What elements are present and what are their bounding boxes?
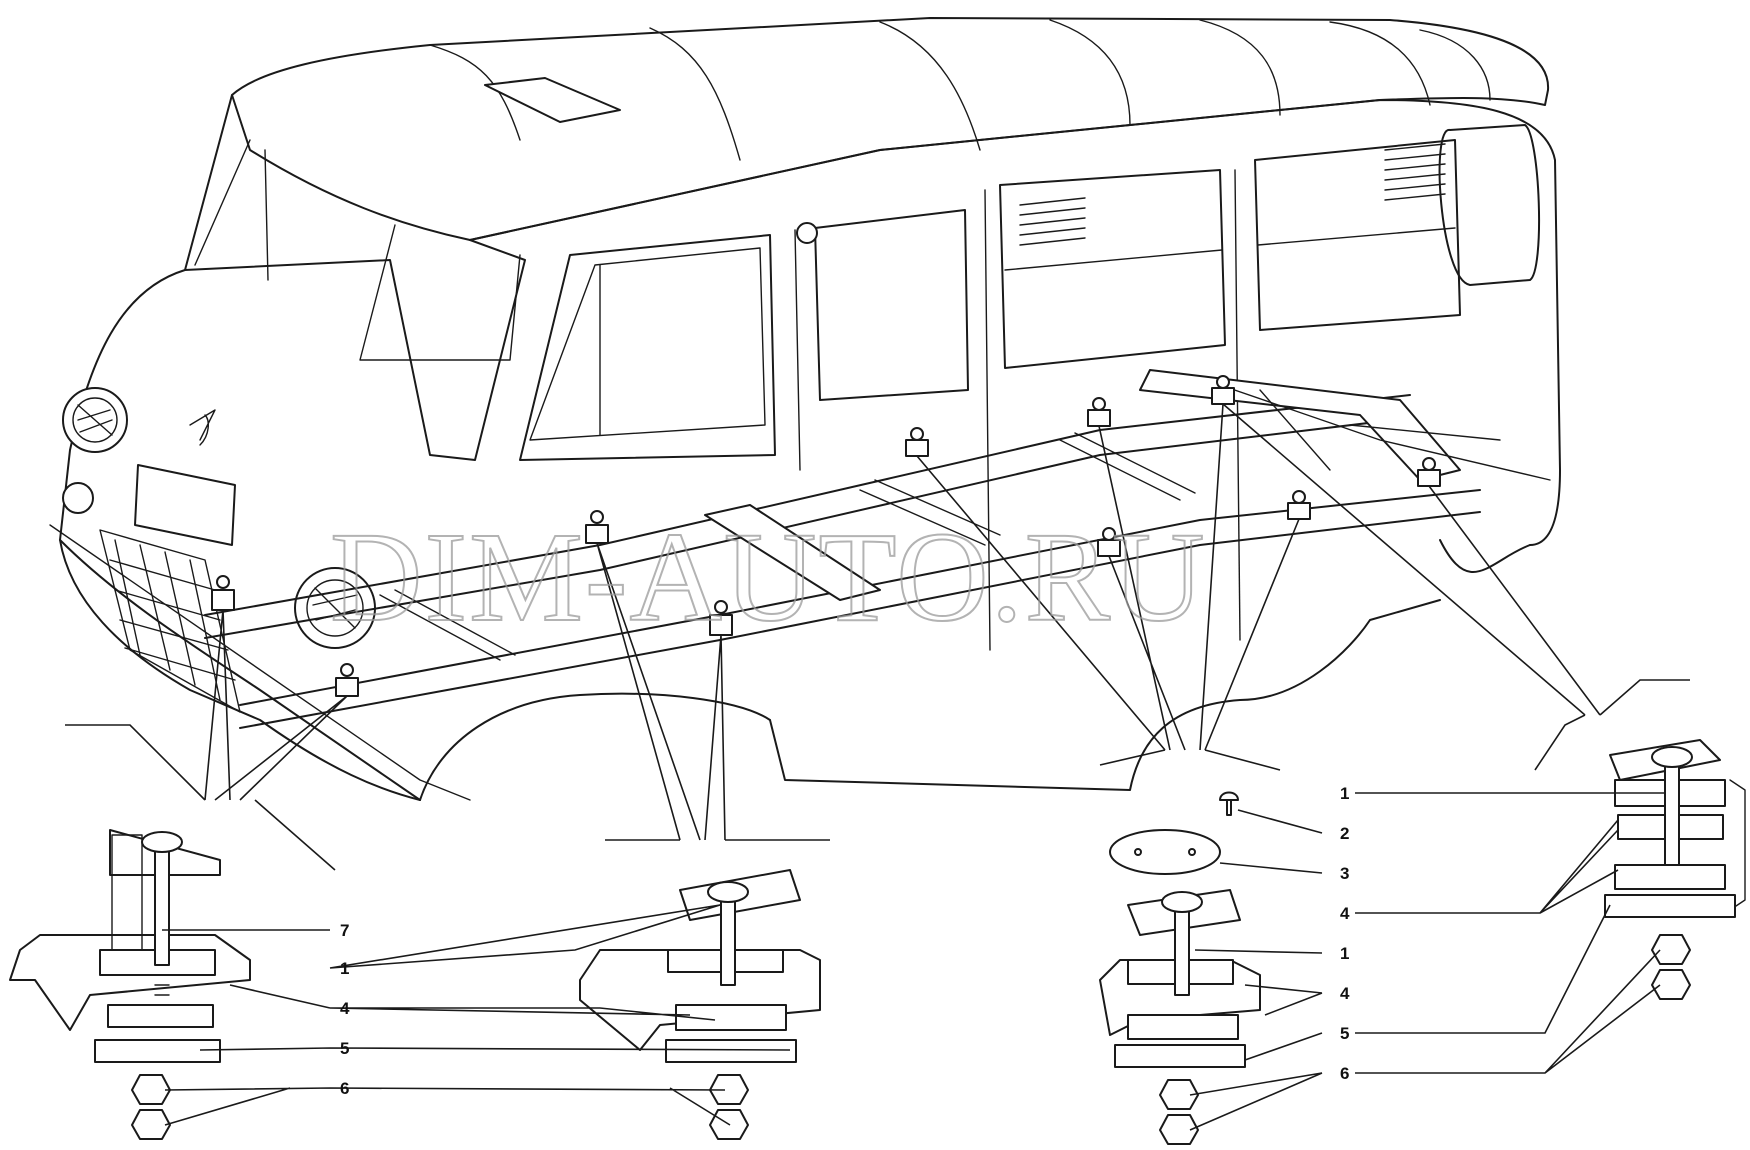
front-grille xyxy=(99,529,241,713)
pad-lower xyxy=(94,1039,221,1063)
callout-numbers: 7 1 4 5 6 1 2 3 1 4 5 6 4 xyxy=(340,784,1350,1098)
mount-point xyxy=(211,575,235,611)
frame-leader-lines xyxy=(65,403,1690,871)
callout-leaders xyxy=(162,792,1665,1131)
mount-point xyxy=(1211,375,1235,405)
mount-point xyxy=(1087,397,1111,427)
cover-plate xyxy=(1109,829,1221,875)
crossmember xyxy=(704,504,881,601)
callout-6: 6 xyxy=(340,1079,349,1098)
detail-mount-a xyxy=(9,829,251,1140)
van-body xyxy=(49,17,1561,801)
callout-5: 5 xyxy=(1340,1024,1349,1043)
watermark-text: DIM-AUTO.RU xyxy=(330,506,1207,648)
frame-mount-points xyxy=(211,375,1441,697)
pad-upper xyxy=(107,1004,214,1028)
callout-1: 1 xyxy=(340,959,349,978)
mount-point xyxy=(1417,457,1441,487)
mount-point xyxy=(905,427,929,457)
side-marker-light xyxy=(796,222,818,244)
emblem-icon xyxy=(189,409,216,446)
fog-lamp xyxy=(62,482,94,514)
callout-2: 2 xyxy=(1340,824,1349,843)
rear-frame-rail xyxy=(1139,369,1461,481)
screw xyxy=(1219,791,1239,816)
callout-4: 4 xyxy=(1340,984,1350,1003)
nut-1 xyxy=(131,1074,171,1105)
mount-point xyxy=(1097,527,1121,557)
callout-1: 1 xyxy=(1340,944,1349,963)
callout-4: 4 xyxy=(340,999,350,1018)
detail-mount-d xyxy=(1604,739,1746,1000)
roof-hatch xyxy=(484,77,621,123)
nut-2 xyxy=(131,1109,171,1140)
mount-point xyxy=(335,663,359,697)
mount-point xyxy=(709,600,733,636)
callout-4: 4 xyxy=(1340,904,1350,923)
headlight-left xyxy=(62,387,128,453)
callout-6: 6 xyxy=(1340,1064,1349,1083)
mount-point xyxy=(1287,490,1311,520)
detail-mount-c xyxy=(1099,791,1261,1145)
callout-1: 1 xyxy=(1340,784,1349,803)
license-plate xyxy=(134,464,236,546)
callout-3: 3 xyxy=(1340,864,1349,883)
callout-5: 5 xyxy=(340,1039,349,1058)
callout-7: 7 xyxy=(340,921,349,940)
detail-mount-b xyxy=(579,869,821,1140)
